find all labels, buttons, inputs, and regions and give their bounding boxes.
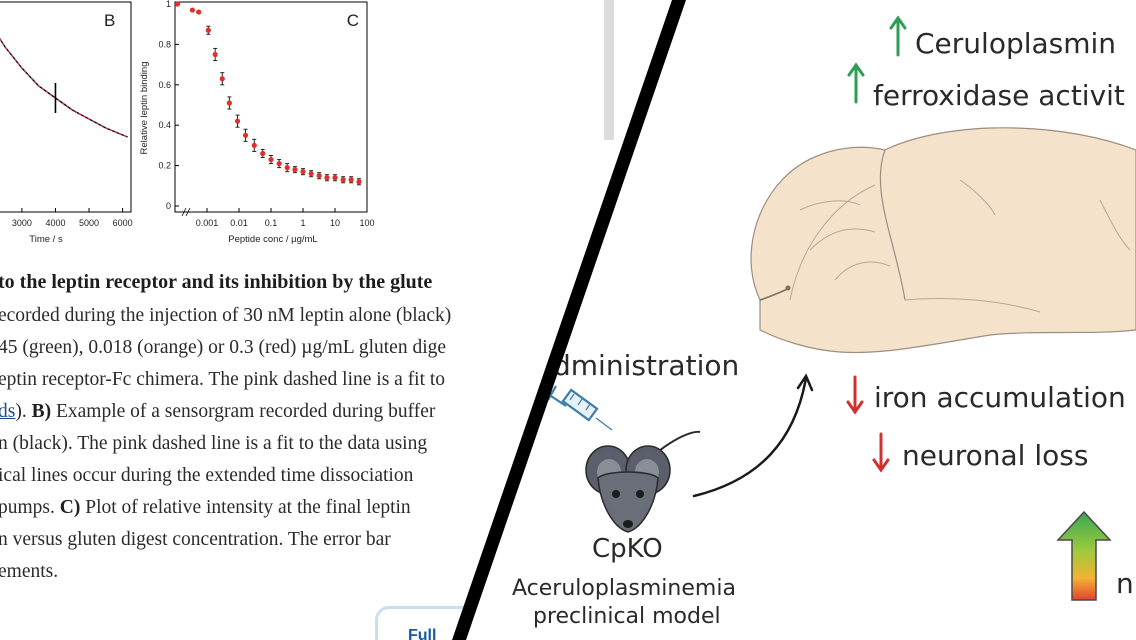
chart-c-point — [234, 118, 241, 124]
down-arrow-icon — [846, 375, 864, 415]
chart-c-x-tick-label: 100 — [359, 218, 374, 228]
chart-c-point — [189, 7, 196, 13]
partial-right-label: n — [1116, 567, 1134, 600]
caption-line-1: ecorded during the injection of 30 nM le… — [0, 305, 452, 326]
full-text-button-label: Full — [408, 627, 437, 640]
chart-c-point — [292, 167, 298, 173]
caption-line-7: pumps. C) Plot of relative intensity at … — [0, 498, 411, 518]
chart-c-point — [251, 142, 257, 148]
syringe-icon — [547, 385, 613, 431]
scrollbar[interactable] — [604, 0, 614, 140]
chart-b: B 3000 4000 5000 6000 Time / s — [0, 1, 133, 245]
chart-c-y-tick-label: 0.8 — [158, 39, 171, 49]
cpko-label: CpKO — [592, 534, 663, 564]
chart-c-point — [276, 160, 282, 167]
gradient-up-arrow-icon — [1056, 510, 1112, 601]
chart-c-point — [212, 51, 218, 58]
chart-b-tick-label: 6000 — [113, 218, 133, 228]
chart-b-x-label: Time / s — [29, 234, 63, 245]
chart-c-y-tick-label: 0.2 — [158, 161, 171, 171]
chart-b-curve — [0, 25, 128, 138]
chart-c-frame — [174, 1, 368, 213]
chart-b-frame — [0, 1, 132, 213]
ceruloplasmin-label: Ceruloplasmin — [915, 27, 1117, 60]
chart-c-point — [219, 76, 225, 82]
chart-c-x-label: Peptide conc / µg/mL — [228, 234, 317, 245]
panel-b-marker: B) — [31, 401, 52, 422]
chart-c-y-ticks: 0 0.2 0.4 0.6 0.8 1 — [158, 0, 179, 211]
up-arrow-icon — [889, 15, 907, 57]
chart-c-point — [205, 27, 211, 33]
chart-c-y-tick-label: 0.6 — [158, 80, 171, 90]
caption-line-5: n (black). The pink dashed line is a fit… — [0, 433, 428, 454]
model-label-line-2: preclinical model — [533, 604, 721, 629]
chart-c-x-tick-label: 0.01 — [230, 218, 248, 228]
chart-c-y-tick-label: 0.4 — [158, 120, 171, 130]
chart-c-point — [242, 132, 249, 138]
iron-accumulation-label: iron accumulation — [874, 381, 1126, 414]
chart-c-point — [340, 177, 346, 183]
ferroxidase-label: ferroxidase activit — [873, 79, 1125, 112]
caption-line-7-pre: pumps. — [0, 497, 55, 518]
chart-b-panel-label: B — [104, 11, 115, 30]
chart-c-point — [324, 175, 330, 181]
model-label-line-1: Aceruloplasminemia — [512, 576, 736, 601]
brain-illustration — [750, 127, 1136, 354]
chart-b-x-ticks: 3000 4000 5000 6000 — [12, 208, 133, 228]
chart-b-tick-label: 4000 — [45, 218, 65, 228]
chart-b-tick-label: 3000 — [12, 218, 32, 228]
chart-b-fit — [0, 25, 128, 138]
down-arrow-icon — [872, 432, 890, 473]
caption-line-4: ds). B) Example of a sensorgram recorded… — [0, 402, 435, 422]
chart-c-point — [260, 150, 266, 157]
up-arrow-icon — [847, 62, 865, 104]
caption-title: to the leptin receptor and its inhibitio… — [0, 271, 433, 293]
chart-c-x-tick-label: 0.001 — [196, 218, 219, 228]
chart-c-point — [268, 156, 274, 163]
chart-c-x-ticks: 0.001 0.01 0.1 1 10 100 — [196, 208, 375, 228]
chart-c-y-tick-label: 0 — [166, 201, 171, 211]
chart-c-point — [332, 175, 338, 181]
methods-link[interactable]: ds — [0, 401, 16, 422]
chart-c-point — [348, 177, 354, 183]
administration-label: dministration — [553, 349, 740, 382]
chart-c-y-label: Relative leptin binding — [139, 62, 150, 155]
chart-c-x-tick-label: 10 — [330, 218, 340, 228]
caption-line-8: n versus gluten digest concentration. Th… — [0, 529, 391, 550]
caption-line-4-close: ). — [15, 401, 27, 422]
chart-c-x-tick-label: 1 — [300, 218, 305, 228]
chart-c-panel-label: C — [347, 11, 359, 30]
chart-c-point — [174, 1, 181, 7]
chart-c-point — [226, 100, 232, 106]
chart-c-y-tick-label: 1 — [166, 0, 171, 9]
chart-c-point — [356, 179, 362, 185]
caption-line-3: eptin receptor-Fc chimera. The pink dash… — [0, 369, 446, 390]
mouse-illustration — [585, 430, 701, 533]
chart-c-point — [316, 173, 322, 179]
caption-line-7-text: Plot of relative intensity at the final … — [85, 497, 411, 518]
caption-line-2: 45 (green), 0.018 (orange) or 0.3 (red) … — [0, 337, 447, 358]
chart-c-x-tick-label: 0.1 — [265, 218, 278, 228]
curved-arrow-icon — [692, 373, 814, 498]
chart-c-point — [284, 165, 290, 171]
chart-c-axis-break — [181, 207, 191, 217]
chart-c-point — [308, 171, 314, 177]
chart-c: C Relative leptin binding Peptide conc /… — [139, 0, 375, 245]
chart-c-points — [174, 1, 362, 186]
chart-c-point — [196, 9, 202, 15]
caption-line-6: ical lines occur during the extended tim… — [0, 465, 414, 486]
chart-b-tick-label: 5000 — [79, 218, 99, 228]
neuronal-loss-label: neuronal loss — [902, 439, 1089, 472]
panel-c-marker: C) — [59, 497, 81, 518]
chart-c-point — [300, 169, 306, 175]
caption-line-4-text: Example of a sensorgram recorded during … — [55, 401, 436, 422]
caption-line-9: ements. — [0, 561, 59, 582]
